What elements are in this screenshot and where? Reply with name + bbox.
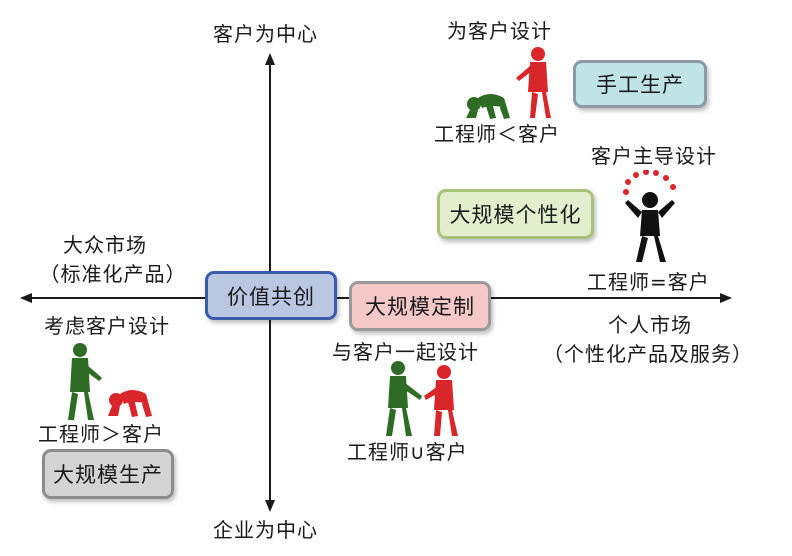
engineer-pointing-customer-kneeling-illustration bbox=[68, 343, 152, 420]
axis-label-bottom: 企业为中心 bbox=[213, 518, 318, 542]
engineer-figure bbox=[466, 94, 510, 119]
mass-personalization-box: 大规模个性化 bbox=[437, 189, 594, 239]
customer-figure bbox=[625, 192, 675, 262]
engineer-figure bbox=[386, 361, 422, 436]
caption-customer-led-design: 客户主导设计 bbox=[591, 144, 717, 168]
handcraft-production-box: 手工生产 bbox=[573, 60, 707, 108]
axis-label-right-line1: 个人市场 bbox=[608, 313, 692, 337]
mass-production-box: 大规模生产 bbox=[42, 449, 174, 499]
customer-juggling-illustration bbox=[623, 170, 676, 262]
caption-engineer-union-customer: 工程师∪客户 bbox=[347, 440, 468, 464]
customer-figure bbox=[108, 390, 152, 417]
caption-co-design: 与客户一起设计 bbox=[332, 340, 479, 364]
value-cocreation-box: 价值共创 bbox=[205, 271, 337, 320]
handshake-illustration bbox=[386, 361, 458, 436]
axis-label-left-line2: （标准化产品） bbox=[39, 262, 187, 286]
mass-customization-box: 大规模定制 bbox=[349, 281, 491, 331]
engineer-kneeling-customer-pointing-illustration bbox=[466, 47, 551, 119]
caption-engineer-eq-customer: 工程师=客户 bbox=[587, 270, 710, 294]
axis-label-left-line1: 大众市场 bbox=[63, 233, 147, 257]
customer-figure bbox=[424, 365, 458, 436]
customer-figure bbox=[516, 47, 551, 118]
caption-consider-customer: 考虑客户设计 bbox=[44, 314, 170, 338]
axis-label-right-line2: （个性化产品及服务） bbox=[543, 342, 753, 366]
caption-design-for-customer: 为客户设计 bbox=[447, 19, 552, 43]
engineer-figure bbox=[68, 343, 102, 420]
caption-engineer-lt-customer: 工程师＜客户 bbox=[434, 122, 560, 146]
caption-engineer-gt-customer: 工程师＞客户 bbox=[38, 422, 164, 446]
axis-label-top: 客户为中心 bbox=[213, 22, 318, 46]
juggling-balls bbox=[623, 170, 676, 195]
